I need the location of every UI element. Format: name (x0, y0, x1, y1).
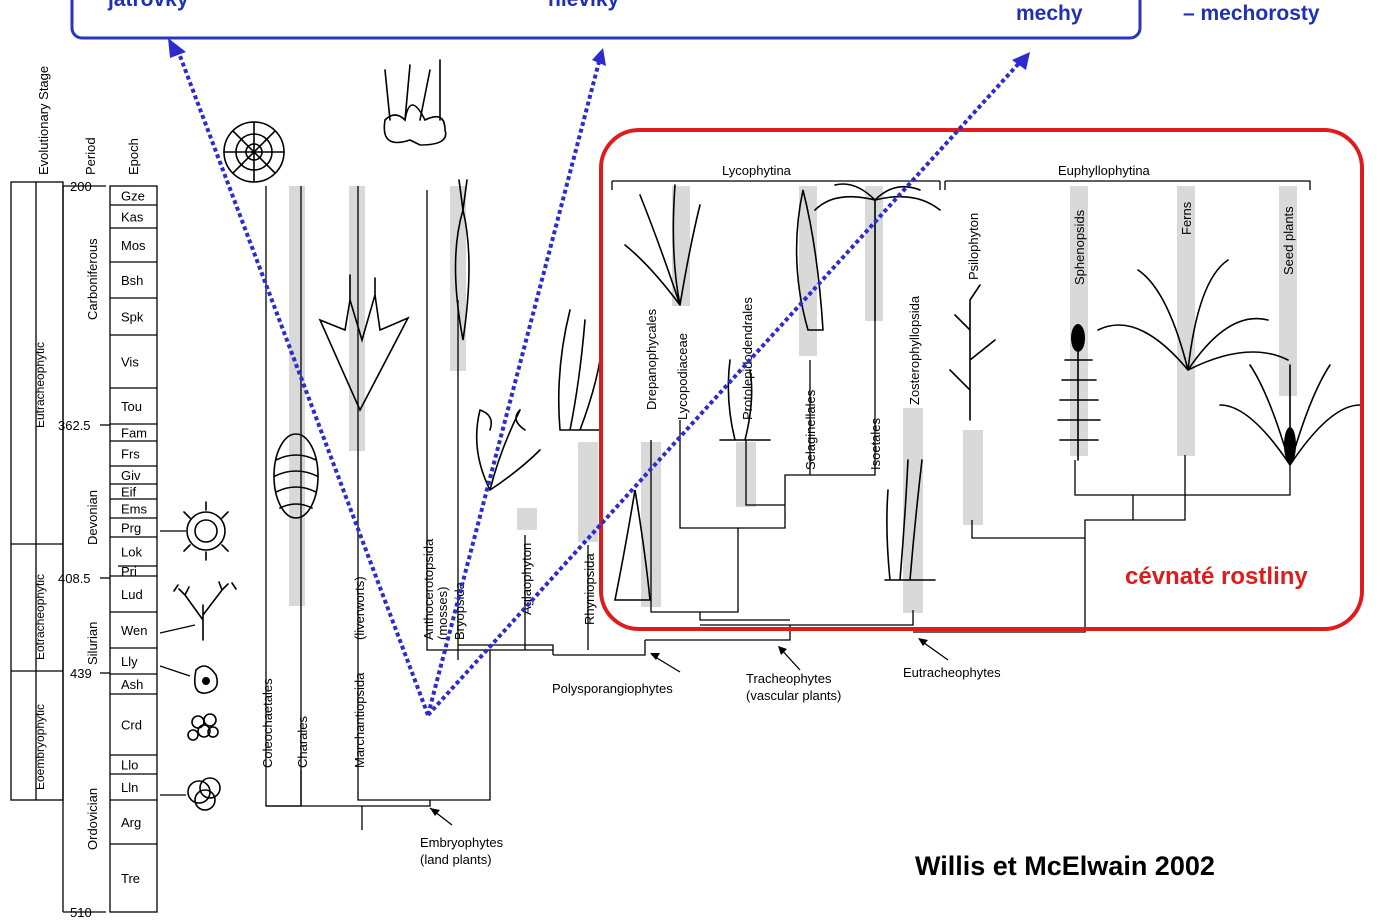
header-period: Period (83, 137, 98, 175)
label-hleviky: hlevíky (548, 0, 620, 11)
age-510: 510 (70, 905, 92, 920)
early-fossil-drawings (160, 502, 236, 810)
epoch-tre: Tre (121, 871, 140, 886)
epoch-lok: Lok (121, 545, 142, 560)
group-embryophytes-sub: (land plants) (420, 852, 492, 867)
epoch-pri: Pri (121, 564, 137, 579)
epoch-kas: Kas (121, 210, 144, 225)
epoch-spk: Spk (121, 310, 144, 325)
taxon-drepanophycales: Drepanophycales (644, 308, 659, 410)
taxon-coleochaetales: Coleochaetales (260, 678, 275, 768)
taxon-sphenopsids: Sphenopsids (1072, 209, 1087, 285)
epoch-wen: Wen (121, 623, 148, 638)
taxon-ferns: Ferns (1179, 201, 1194, 235)
period-devonian: Devonian (85, 490, 100, 545)
header-epoch: Epoch (126, 138, 141, 175)
group-lycophytina: Lycophytina (722, 163, 792, 178)
credit-text: Willis et McElwain 2002 (915, 851, 1215, 881)
stage-eoembryophytic: Eoembryophytic (33, 704, 47, 790)
period-carboniferous: Carboniferous (85, 238, 100, 320)
label-mechy: mechy (1016, 2, 1083, 25)
epoch-tou: Tou (121, 399, 142, 414)
taxon-rhyniopsida: Rhyniopsida (582, 553, 597, 625)
group-tracheophytes-sub: (vascular plants) (746, 688, 841, 703)
epoch-giv: Giv (121, 468, 141, 483)
group-polysporangiophytes: Polysporangiophytes (552, 681, 673, 696)
group-eutracheophytes: Eutracheophytes (903, 665, 1001, 680)
epoch-arg: Arg (121, 815, 141, 830)
epoch-bsh: Bsh (121, 273, 143, 288)
epoch-gze: Gze (121, 189, 145, 204)
epoch-lln: Lln (121, 780, 138, 795)
cladogram-branches (266, 181, 1310, 830)
group-euphyllophytina: Euphyllophytina (1058, 163, 1151, 178)
age-439: 439 (70, 666, 92, 681)
taxon-charales: Charales (295, 715, 310, 768)
age-408-5: 408.5 (58, 571, 91, 586)
taxon-zosterophyllopsida: Zosterophyllopsida (907, 295, 922, 405)
stratigraphic-range-bars (289, 186, 1297, 613)
label-jatrovky: játrovky (107, 0, 189, 11)
epoch-eif: Eif (121, 485, 137, 500)
epoch-crd: Crd (121, 718, 142, 733)
epoch-llo: Llo (121, 758, 138, 773)
header-evolutionary-stage: Evolutionary Stage (36, 66, 51, 175)
taxon-lycopodiaceae: Lycopodiaceae (675, 333, 690, 420)
epoch-mos: Mos (121, 238, 146, 253)
group-tracheophytes: Tracheophytes (746, 671, 832, 686)
period-silurian: Silurian (85, 622, 100, 665)
epoch-column: GzeKasMosBshSpkVisTouFamFrsGivEifEmsPrgL… (110, 186, 157, 912)
taxon-marchantiopsida: Marchantiopsida (352, 672, 367, 768)
epoch-lud: Lud (121, 587, 143, 602)
taxon-anthocerotopsida: Anthocerotopsida (421, 538, 436, 640)
period-ordovician: Ordovician (85, 788, 100, 850)
epoch-frs: Frs (121, 447, 140, 462)
taxon-protolepidodendrales: Protolepidodendrales (740, 297, 755, 420)
epoch-fam: Fam (121, 426, 147, 441)
taxon-liverworts: (liverworts) (352, 576, 367, 640)
label-mechorosty: – mechorosty (1183, 2, 1320, 25)
epoch-prg: Prg (121, 521, 141, 536)
epoch-vis: Vis (121, 355, 139, 370)
stage-eutracheophytic: Eutracheophytic (33, 342, 47, 428)
epoch-ash: Ash (121, 677, 143, 692)
epoch-lly: Lly (121, 654, 138, 669)
epoch-ems: Ems (121, 502, 148, 517)
annotation-arrows (430, 638, 948, 825)
group-embryophytes: Embryophytes (420, 835, 504, 850)
label-cevnate-rostliny: cévnaté rostliny (1125, 563, 1308, 590)
period-column: Carboniferous Devonian Silurian Ordovici… (58, 179, 110, 920)
stage-column: Eutracheophytic Eotracheophytic Eoembryo… (11, 182, 63, 800)
taxon-psilophyton: Psilophyton (966, 213, 981, 280)
taxon-isoetales: Isoetales (868, 417, 883, 470)
age-362-5: 362.5 (58, 418, 91, 433)
taxon-selaginellales: Selaginellales (803, 389, 818, 470)
stage-eotracheophytic: Eotracheophytic (33, 574, 47, 660)
taxon-seed-plants: Seed plants (1281, 206, 1296, 275)
vascular-plants-frame (601, 130, 1362, 629)
age-200: 200 (70, 179, 92, 194)
